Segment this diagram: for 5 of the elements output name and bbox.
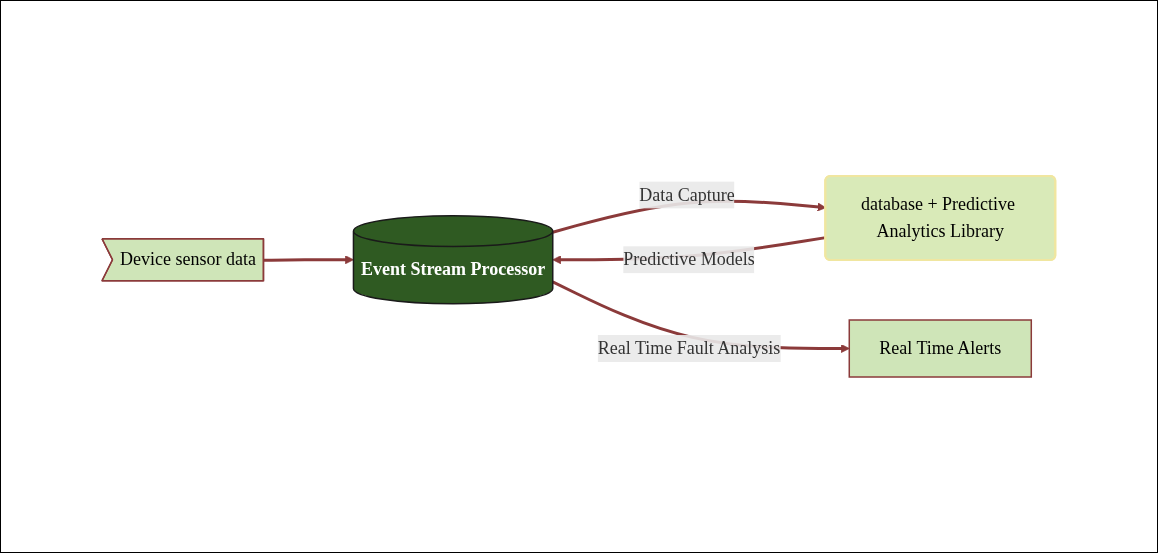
node-box: Real Time Alerts	[848, 319, 1033, 378]
edge-label: Predictive Models	[623, 249, 756, 270]
edge-label: Real Time Fault Analysis	[598, 338, 781, 358]
edge-label: Data Capture	[639, 184, 736, 205]
arrow	[264, 255, 355, 265]
